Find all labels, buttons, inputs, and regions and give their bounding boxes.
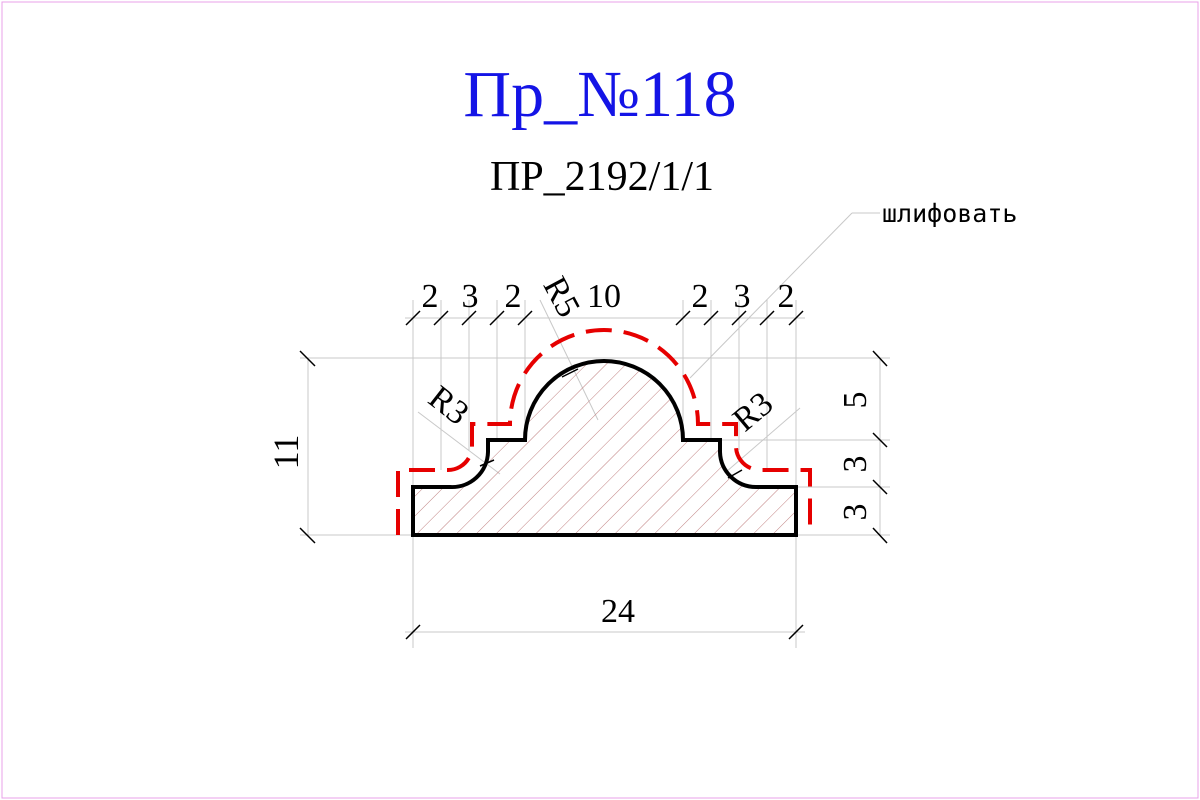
dim-radius-left: R3: [421, 379, 475, 433]
drawing-subtitle: ПР_2192/1/1: [490, 154, 714, 200]
dimension-ticks: [299, 310, 888, 640]
dim-top-right-3: 2: [778, 278, 795, 315]
drawing-title: Пр_№118: [463, 58, 736, 131]
dim-height-right-2: 3: [837, 456, 874, 473]
dim-height-right-3: 3: [837, 504, 874, 521]
dim-width: 24: [601, 593, 635, 630]
dim-top-right-2: 3: [734, 278, 751, 315]
dim-height: 11: [266, 435, 306, 470]
dim-top-left-3: 2: [505, 278, 522, 315]
dim-top-center: 10: [587, 278, 621, 315]
profile-outline: [411, 359, 798, 537]
grinding-path: [396, 328, 812, 535]
grinding-note: шлифовать: [882, 199, 1017, 228]
dim-top-left-2: 3: [462, 278, 479, 315]
dim-top-left-1: 2: [422, 278, 439, 315]
dim-radius-top: R5: [536, 271, 587, 323]
section-hatch: [413, 361, 796, 535]
dim-top-right-1: 2: [692, 278, 709, 315]
dim-height-right-1: 5: [837, 392, 874, 409]
